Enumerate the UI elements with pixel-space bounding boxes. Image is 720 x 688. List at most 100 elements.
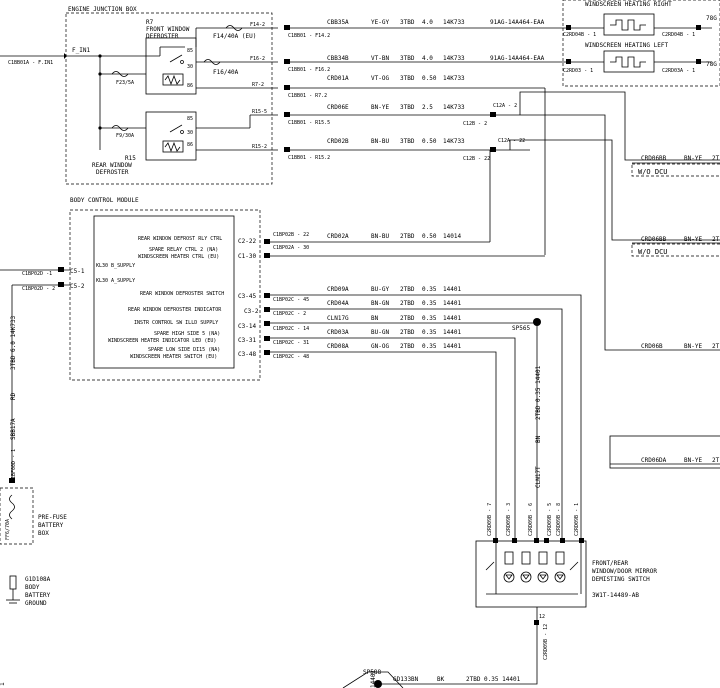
bcm-conn [264, 307, 270, 312]
bcm-wire [270, 337, 516, 540]
led-diode [522, 574, 530, 580]
bcm-signal-label-2: WINDSCREEN HEATER INDICATOR LED (EU) [108, 338, 216, 344]
switch-resistor [521, 551, 531, 565]
circuit-color: VT-BN [371, 55, 389, 62]
left-wire-conn: C1BF00D - 1 [11, 449, 17, 482]
junction-dot-3 [98, 126, 102, 130]
bcm-size: 0.35 [422, 300, 437, 307]
bcm-pin: C1-30 [238, 253, 256, 260]
kl30a-conn [58, 282, 64, 287]
bcm-wire [270, 308, 563, 540]
bcm-module [93, 215, 235, 369]
heater-l-conn-r-label: C2RD03A - 1 [662, 68, 695, 74]
c12b-2: C12B - 2 [463, 121, 487, 127]
circuit-size: 4.0 [422, 19, 433, 26]
r7-pin-86: 86 [187, 83, 193, 89]
dcu-row-4: CRD06DA BN-YE 2T [609, 435, 720, 469]
r15-coil [162, 140, 184, 153]
prefuse-name-2: BATTERY [38, 522, 64, 529]
bcm-pin: C3-2 [244, 308, 259, 315]
switch-led [503, 571, 515, 583]
f16-label: F16/40A [213, 69, 239, 76]
bcm-conn [264, 293, 270, 298]
dcu-circuit: CRD06BB [641, 155, 667, 162]
bcm-size: 0.35 [422, 315, 437, 322]
r15-switch-arm [169, 124, 183, 133]
wire-to-dcu1 [519, 91, 720, 161]
ground-name-2: BATTERY [25, 592, 51, 599]
bcm-signal-label-2: WINDSCREEN HEATER SWITCH (EU) [130, 354, 217, 360]
bcm-row-7: SPARE LOW SIDE DI15 (NA) WINDSCREEN HEAT… [130, 343, 497, 540]
r7-coil-winding [164, 74, 181, 86]
jb-conn-1 [284, 25, 290, 30]
bcm-supply-a: KL30 A_SUPPLY [96, 278, 135, 284]
circuit-size: 0.50 [422, 75, 437, 82]
circuit-tbd: 3TBD [400, 55, 415, 62]
bcm-conn-c5-2: C1BP02D - 2 [22, 286, 55, 292]
heater-left-grid [610, 56, 646, 68]
dcu-color: BN-YE [684, 236, 702, 243]
switch-bottom-pin: 12 [539, 614, 545, 620]
switch-name-1: FRONT/REAR [592, 560, 629, 567]
switch-pins [493, 538, 584, 543]
relay-r15-box [145, 111, 197, 161]
r7-pin-85: 85 [187, 48, 193, 54]
c12b-22: C12B - 22 [463, 156, 490, 162]
jb-connectors [284, 25, 290, 152]
f9-fuse [111, 125, 129, 131]
bcm-conn [264, 336, 270, 341]
circuit-color: VT-OG [371, 75, 389, 82]
circuit-row-5: CRD02B BN-BU 3TBD 0.50 14K733 [327, 138, 465, 145]
bcm-pin: C3-48 [238, 351, 256, 358]
kl30b-conn [58, 267, 64, 272]
bcm-part: 14401 [443, 343, 461, 350]
bcm-circuit: CRD09A [327, 286, 349, 293]
bcm-size: 0.50 [422, 233, 437, 240]
circuit-part: 14K733 [443, 138, 465, 145]
conn-r15-2: C1BB01 - R15.2 [288, 155, 330, 161]
left-wire-circuit: SBB17A [10, 418, 17, 440]
conn-r7: C1BB01 - R7.2 [288, 93, 327, 99]
c12-conn-a [490, 112, 496, 117]
bcm-part: 14401 [443, 286, 461, 293]
ground-return-wire [378, 607, 538, 685]
bcm-circuit: CRD04A [327, 300, 349, 307]
bcm-signal-label: SPARE HIGH SIDE 5 (NA) [154, 331, 220, 337]
bcm-color: BU-GN [371, 329, 389, 336]
bcm-conn-label: C1BP02B - 22 [273, 232, 309, 238]
circuit-part: 14K733 [443, 75, 465, 82]
sp588-circuit: GD133BN [393, 676, 419, 683]
bcm-conn [264, 350, 270, 355]
dcu-circuit: CRD06B [641, 343, 663, 350]
c12a-2: C12A - 2 [493, 103, 517, 109]
bcm-pin: C3-14 [238, 323, 256, 330]
r7-pin: R7-2 [252, 82, 264, 88]
heater-r-edge: 78G [706, 15, 717, 22]
conn-r15-5: C1BB01 - R15.5 [288, 120, 330, 126]
r15-pin-86: 86 [187, 142, 193, 148]
bcm-size: 0.35 [422, 343, 437, 350]
r15-5-pin: R15-5 [252, 109, 267, 115]
bcm-circuit: CRD02A [327, 233, 349, 240]
switch-contact [569, 561, 579, 571]
r15-id: R15 [125, 155, 136, 162]
bcm-pin-c5-2: C5-2 [70, 283, 85, 290]
circuit-row-4: CRD06E BN-YE 3TBD 2.5 14K733 [327, 104, 465, 111]
heater-right-title: WINDSCREEN HEATING RIGHT [585, 1, 672, 8]
bcm-conn-label: C1BP02A - 30 [273, 245, 309, 251]
bcm-signal-label: REAR WINDOW DEFROSTER SWITCH [140, 291, 224, 297]
bcm-part: 14401 [443, 315, 461, 322]
windscreen-heater-group [562, 0, 720, 87]
dcu-label: W/O DCU [638, 248, 668, 256]
circuit-name: CRD02B [327, 138, 349, 145]
switch-bottom-conn [534, 620, 539, 625]
circuit-dest: 91AG-14A464-EAA [490, 19, 545, 26]
edge-label: 1 [0, 682, 6, 686]
feed-connector-arrow [64, 53, 67, 59]
f14-fuse [225, 25, 243, 31]
circuit-row-3: CRD01A VT-OG 3TBD 0.50 14K733 [327, 75, 465, 82]
bcm-part: 14401 [443, 329, 461, 336]
switch-pin-label-4: C2RD09B - 5 [547, 503, 553, 536]
engine-junction-box [65, 12, 273, 185]
circuit-part: 14K733 [443, 104, 465, 111]
